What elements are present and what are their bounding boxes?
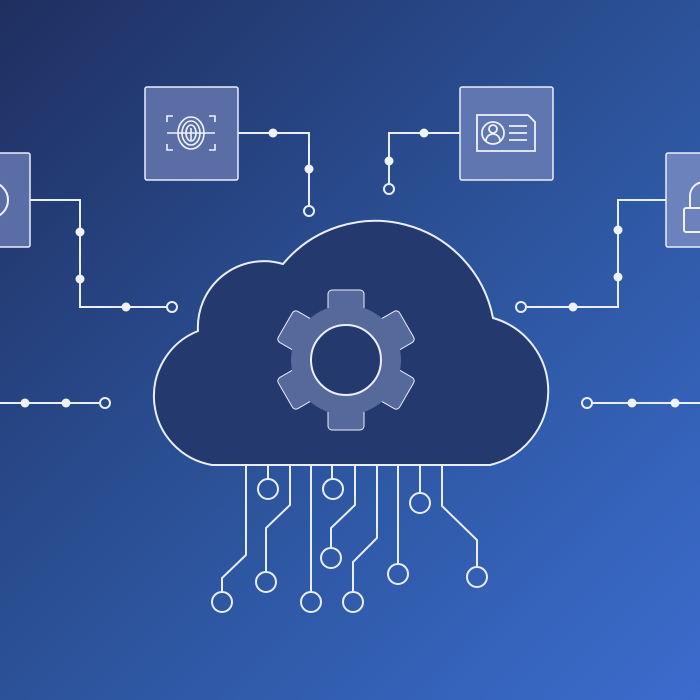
fingerprint-box — [144, 86, 239, 181]
gear-icon — [277, 289, 415, 431]
lock-box — [665, 152, 700, 248]
user-circle-icon — [0, 183, 9, 217]
user-box — [0, 152, 31, 248]
id-card-box — [459, 86, 554, 181]
connector-dots — [20, 128, 680, 408]
circuit-lines — [0, 132, 700, 592]
id-card-icon — [476, 114, 536, 152]
fingerprint-icon — [166, 115, 216, 151]
lock-icon — [683, 181, 700, 233]
connector-terminals — [99, 183, 593, 613]
